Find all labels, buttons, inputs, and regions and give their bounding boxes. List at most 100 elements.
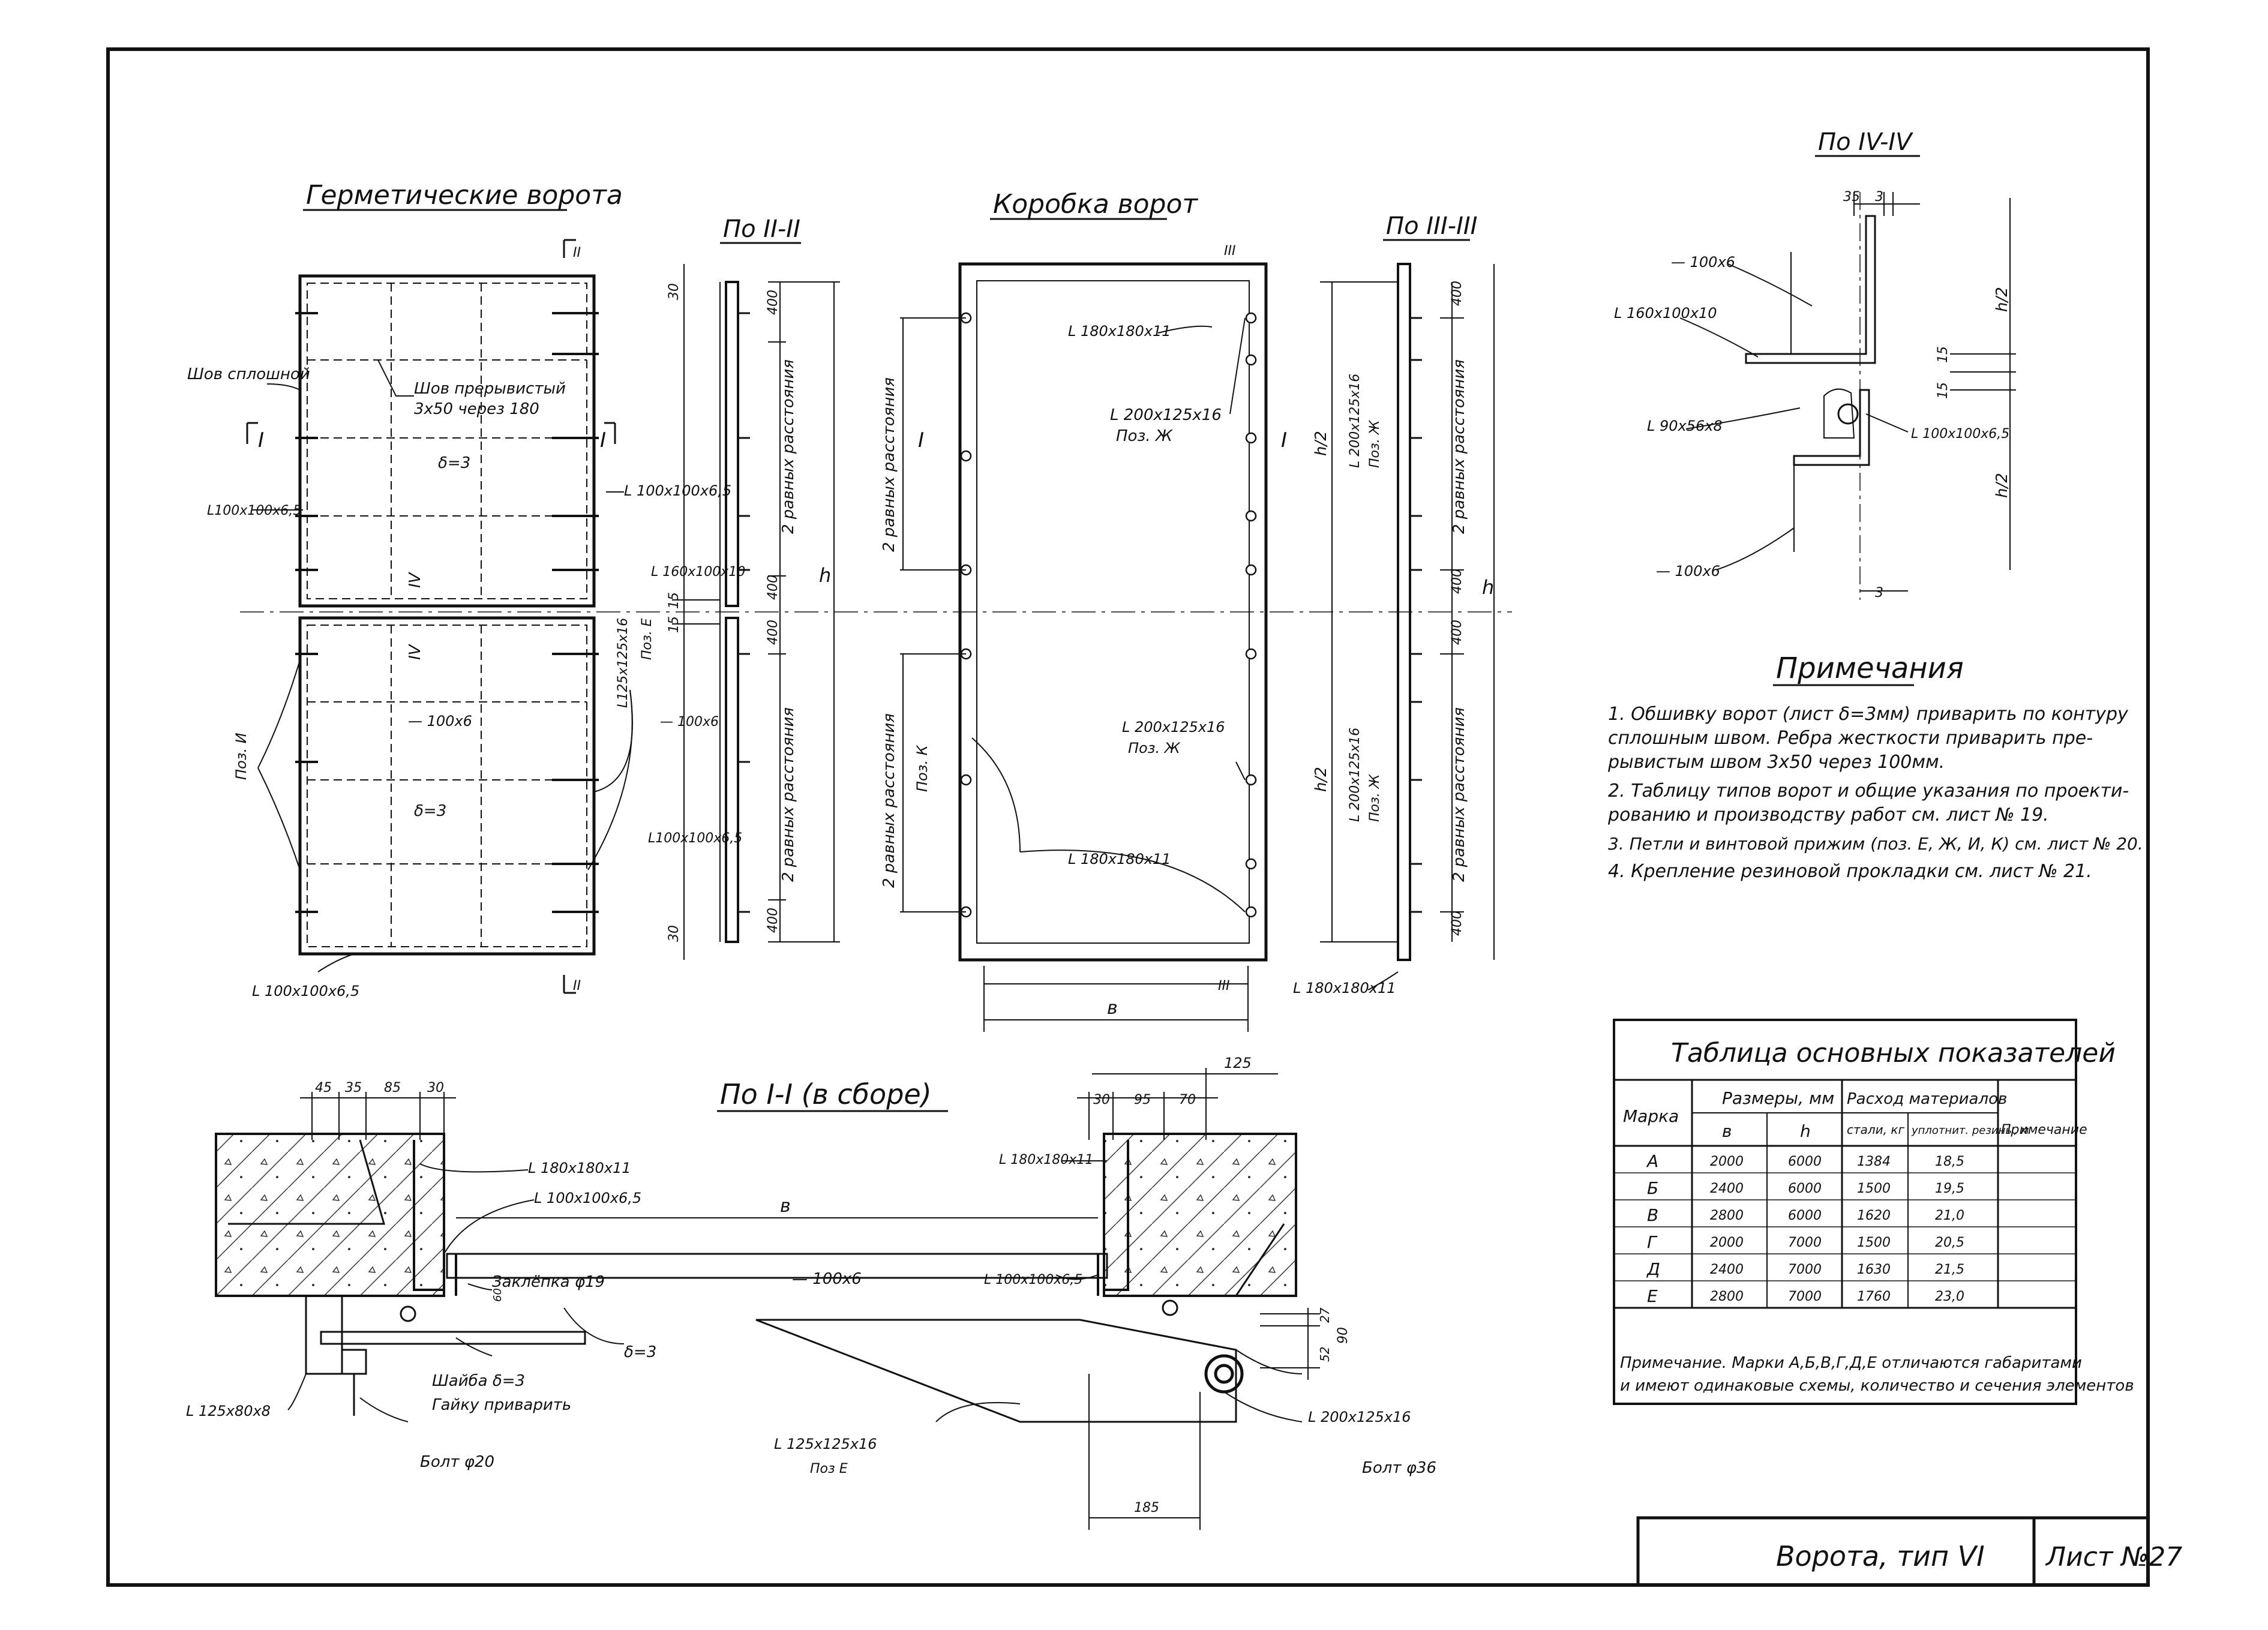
dim-s4-15-b: 15 [1936, 382, 1951, 399]
label-s1-washer: Шайба δ=3 [432, 1372, 525, 1390]
label-poz-i: Поз. И [233, 733, 250, 780]
dim-s4-15-a: 15 [1936, 346, 1951, 363]
note-line-4: 2. Таблицу типов ворот и общие указания … [1608, 781, 2129, 802]
label-angle-right: L 100х100х6,5 [624, 482, 731, 499]
label-poz-e: Поз. Е [640, 618, 655, 660]
label-s4-plate-bottom: — 100х6 [1656, 563, 1720, 580]
label-box-equal-lower: 2 равных расстояния [880, 713, 898, 888]
label-weld-pitch: 3х50 через 180 [414, 400, 539, 418]
label-s1-angle-180-left: L 180х180х11 [528, 1160, 631, 1176]
title-block-name: Ворота, тип VI [1776, 1540, 1985, 1572]
label-s3-h2-lower: h/2 [1312, 767, 1330, 792]
label-s3-400-d: 400 [1450, 911, 1465, 936]
th-b: в [1722, 1121, 1732, 1141]
cell-b-d: 2400 [1710, 1262, 1744, 1277]
sheet-border [106, 47, 2150, 1587]
label-weld-solid: Шов сплошной [187, 365, 310, 383]
cell-h-e: 7000 [1788, 1289, 1822, 1304]
cell-h-g: 7000 [1788, 1235, 1822, 1250]
dim-s1-95: 95 [1134, 1092, 1151, 1107]
dim-s4-h2-top: h/2 [1993, 287, 2011, 312]
label-box-poz-zh-1: Поз. Ж [1116, 427, 1173, 445]
dim-400-b: 400 [766, 575, 781, 600]
concrete-wall-right [1103, 1133, 1297, 1297]
label-box-poz-k: Поз. К [914, 745, 931, 792]
label-s1-angle-125: L 125х125х16 [774, 1436, 877, 1452]
dim-30-top: 30 [667, 283, 682, 300]
label-s3-equal-lower: 2 равных расстояния [1450, 707, 1468, 882]
cell-steel-e: 1760 [1857, 1289, 1891, 1304]
cell-h-a: 6000 [1788, 1154, 1822, 1169]
label-s1-angle-125x80: L 125х80х8 [186, 1403, 271, 1419]
note-line-7: 4. Крепление резиновой прокладки см. лис… [1608, 861, 2092, 882]
label-s1-nut: Гайку приварить [432, 1396, 571, 1414]
dim-h: h [819, 564, 831, 587]
label-box-dim-b: в [1107, 998, 1118, 1019]
dim-s1-70: 70 [1179, 1092, 1196, 1107]
label-delta-upper: δ=3 [438, 454, 470, 472]
cell-b-a: 2000 [1710, 1154, 1744, 1169]
th-mark: Марка [1623, 1106, 1679, 1126]
label-s3-400-c: 400 [1450, 620, 1465, 645]
cell-rubber-d: 21,5 [1935, 1262, 1964, 1277]
label-angle-160: L 160х100х10 [651, 565, 745, 580]
title-gate-box: Коробка ворот [993, 189, 1198, 220]
dim-400-a: 400 [766, 290, 781, 315]
cell-h-v: 6000 [1788, 1208, 1822, 1223]
cell-steel-a: 1384 [1857, 1154, 1891, 1169]
label-s4-angle-100: L 100х100х6,5 [1911, 427, 2009, 442]
dim-s1-60: 60 [491, 1288, 504, 1302]
dim-s4-3-bottom: 3 [1875, 586, 1883, 601]
cell-h-b: 6000 [1788, 1181, 1822, 1196]
label-s1-rivet: Заклёпка φ19 [492, 1273, 605, 1291]
label-s3-h2-upper: h/2 [1312, 431, 1330, 456]
cell-steel-v: 1620 [1857, 1208, 1891, 1223]
dim-s4-3: 3 [1875, 190, 1883, 205]
note-line-1: 1. Обшивку ворот (лист δ=3мм) приварить … [1608, 704, 2129, 725]
dim-s1-35: 35 [345, 1080, 362, 1095]
label-s3-angle-2: L 200х125х16 [1348, 728, 1363, 822]
cell-rubber-a: 18,5 [1935, 1154, 1964, 1169]
dim-equal-a: 2 равных расстояния [779, 359, 797, 534]
dim-s1-185: 185 [1134, 1500, 1159, 1515]
dim-15-b: 15 [667, 616, 682, 633]
label-s1-angle-200: L 200х125х16 [1308, 1409, 1411, 1425]
cell-steel-d: 1630 [1857, 1262, 1891, 1277]
label-s3-400-b: 400 [1450, 569, 1465, 594]
label-delta-lower: δ=3 [414, 802, 446, 820]
dim-s4-35: 35 [1843, 190, 1860, 205]
th-rubber: уплотнит. резины, м [1911, 1124, 2029, 1137]
label-angle-125: L125х125х16 [616, 618, 631, 708]
th-consumption: Расход материалов [1847, 1090, 2007, 1108]
table-title: Таблица основных показателей [1671, 1038, 2116, 1068]
label-s3-equal-upper: 2 равных расстояния [1450, 359, 1468, 534]
label-weld-intermittent: Шов прерывистый [414, 380, 566, 398]
dim-s1-27: 27 [1318, 1307, 1332, 1323]
label-s3-angle-180: L 180х180х11 [1293, 980, 1396, 996]
section-iv-view: По IV-IV 35 3 3 15 15 h/2 [1614, 128, 2016, 601]
concrete-wall-left [215, 1133, 445, 1297]
label-angle-bottom: L 100х100х6,5 [252, 983, 359, 999]
dim-s1-b: в [780, 1196, 791, 1217]
dim-s1-85: 85 [384, 1080, 401, 1095]
dim-s4-h2-bottom: h/2 [1993, 473, 2011, 498]
cut-mark-i-right: I [600, 428, 606, 452]
label-box-angle-180-bottom: L 180х180х11 [1068, 851, 1171, 867]
notes-block: Примечания 1. Обшивку ворот (лист δ=3мм)… [1607, 652, 2143, 882]
label-s1-bolt-36: Болт φ36 [1362, 1459, 1436, 1477]
label-s1-poz-e: Поз Е [810, 1461, 848, 1476]
dim-400-d: 400 [766, 908, 781, 933]
label-s3-h: h [1482, 576, 1494, 599]
label-box-angle-180-top: L 180х180х11 [1068, 323, 1171, 340]
label-box-poz-zh-2: Поз. Ж [1128, 740, 1181, 757]
label-angle-100-side: L100х100х6,5 [648, 831, 742, 846]
title-block: Ворота, тип VI Лист №27 [1636, 1516, 2182, 1587]
cell-b-g: 2000 [1710, 1235, 1744, 1250]
label-s1-angle-100-right: L 100х100х6,5 [984, 1272, 1082, 1287]
note-line-5: рованию и производству работ см. лист № … [1607, 805, 2049, 825]
cell-b-e: 2800 [1710, 1289, 1744, 1304]
label-box-angle-200-1: L 200х125х16 [1110, 406, 1222, 424]
dim-s1-30-right: 30 [1093, 1092, 1110, 1107]
title-section-iii: По III-III [1386, 212, 1477, 240]
